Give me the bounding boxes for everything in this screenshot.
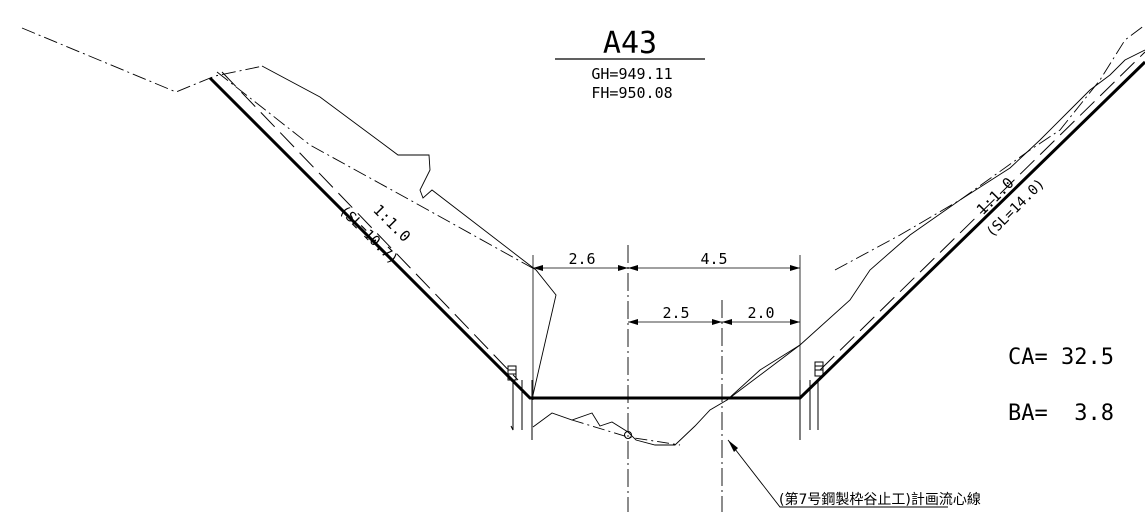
existing-ground-bottom <box>532 344 801 446</box>
left-slope-offset <box>221 71 519 381</box>
existing-ground-right <box>726 49 1145 401</box>
note-leader-arrow <box>728 440 738 452</box>
dim-right-width: 4.5 <box>700 250 727 268</box>
original-ground-left <box>21 27 264 93</box>
right-slope-offset <box>819 51 1145 371</box>
ground-line-dashdot-bottom <box>571 419 681 446</box>
left-stake-group <box>507 365 533 440</box>
left-slope-label: 1:1.0 (SL=10.7) <box>336 201 414 268</box>
bank-area-label: BA= 3.8 <box>1008 401 1114 426</box>
note-leader <box>727 439 948 508</box>
dim-arrows-lower <box>628 319 800 325</box>
centerline-point <box>624 431 632 439</box>
flow-line-note: (第7号鋼製枠谷止工)計画流心線 <box>779 491 981 508</box>
dim-inner-right: 2.0 <box>747 304 774 322</box>
ground-line-dashdot-right <box>834 24 1145 271</box>
cut-area-label: CA= 32.5 <box>1008 345 1114 370</box>
right-slope-label: 1:1.0 (SL=14.0) <box>973 174 1048 241</box>
ground-height-label: GH=949.11 <box>591 65 672 83</box>
dim-left-width: 2.6 <box>568 250 595 268</box>
right-stake-group <box>799 361 824 440</box>
ground-line-dashdot-left <box>216 71 537 271</box>
formation-height-label: FH=950.08 <box>591 84 672 102</box>
section-title: A43 <box>603 26 657 61</box>
dim-inner-left: 2.5 <box>662 304 689 322</box>
existing-ground-left <box>261 65 557 396</box>
planned-section-line <box>208 60 1145 400</box>
